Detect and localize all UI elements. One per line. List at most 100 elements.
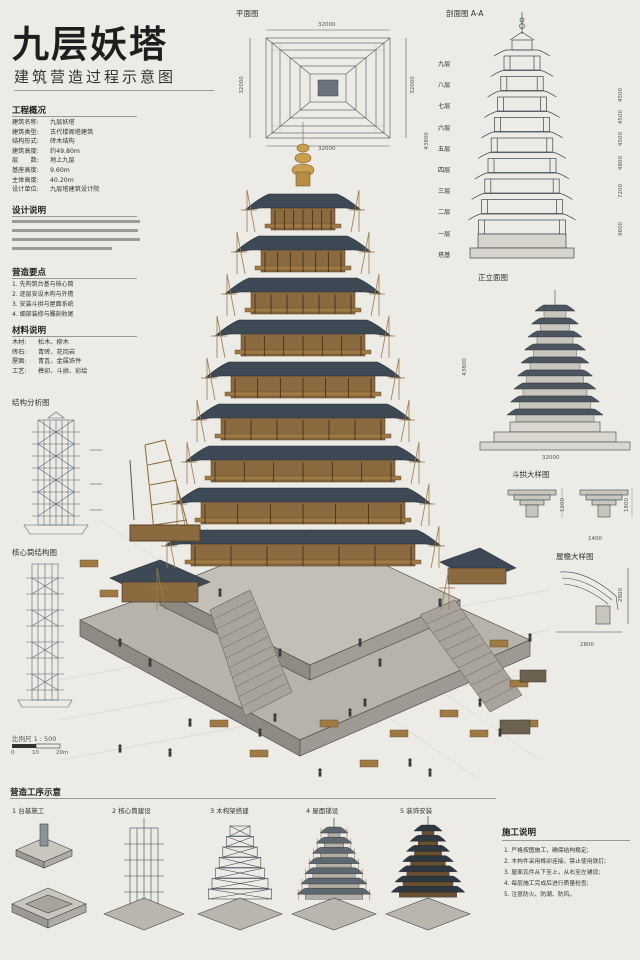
step3-brace <box>215 867 265 879</box>
stair-step <box>235 663 281 688</box>
worker <box>148 661 152 667</box>
elevation-roof <box>530 317 580 325</box>
section-roof <box>481 131 563 139</box>
scaffold-brace <box>226 273 236 317</box>
points-item: 3. 安装斗拱与屋面系统 <box>12 301 74 308</box>
step-roof <box>390 886 466 893</box>
stair-step <box>445 634 480 651</box>
elevation-roof <box>516 369 594 377</box>
scaffold-brace <box>186 441 196 485</box>
materials-row: 木材:松木、柳木 <box>12 338 88 348</box>
materials-row: 屋面:青瓦、金属饰件 <box>12 357 88 367</box>
step3-frame <box>226 836 254 847</box>
process-step-1 <box>11 823 87 929</box>
notes-item: 5. 注意防火、防潮、防风。 <box>504 892 576 898</box>
timber-pile <box>319 719 339 728</box>
section-drawing <box>468 12 576 259</box>
process-step-4 <box>291 818 377 931</box>
worker <box>318 768 322 772</box>
floor-label: 三层 <box>438 188 451 196</box>
page-title: 九层妖塔 <box>12 22 168 66</box>
step3-frame <box>211 878 269 889</box>
eave-drawing <box>556 568 629 633</box>
overview-row: 建筑名称:九层妖塔 <box>12 118 142 128</box>
side-halls <box>109 547 517 603</box>
scaffold-brace <box>156 567 166 611</box>
stair-step <box>464 660 498 677</box>
bracket-drawing <box>507 488 633 518</box>
step-roof <box>413 824 443 832</box>
pagoda-roof <box>184 445 422 463</box>
plan-width-dim: 32000 <box>318 22 336 28</box>
process-step-label: 1 台基施工 <box>12 807 45 815</box>
worker <box>278 651 282 657</box>
scaffold-brace <box>370 273 380 317</box>
pagoda-roof <box>234 235 372 253</box>
step-roof <box>405 845 451 852</box>
level-dim: 7200 <box>618 184 624 198</box>
notes-item: 3. 屋面瓦件从下至上，从右至左铺设; <box>504 870 601 876</box>
overview-row: 设计单位: 九层塔建筑设计院 <box>12 185 142 195</box>
stair-step <box>451 642 486 660</box>
timber-pile <box>389 729 409 738</box>
floor-label: 二层 <box>438 209 451 217</box>
pagoda-roof <box>204 361 402 379</box>
scale-bar <box>12 743 61 749</box>
elevation-drawing <box>479 290 631 451</box>
materials-heading: 材料说明 <box>12 326 47 336</box>
plan-height-dim-right: 32000 <box>409 76 416 94</box>
stair-step <box>477 677 510 695</box>
process-rule <box>10 798 496 799</box>
section-roof <box>487 90 557 98</box>
process-step-label: 5 装饰安装 <box>400 807 433 815</box>
stair-step <box>432 617 468 633</box>
worker <box>378 658 382 662</box>
timber-pile <box>359 759 379 768</box>
worker <box>408 761 412 767</box>
worker <box>188 721 192 727</box>
design-text-block <box>12 220 140 250</box>
elevation-roof <box>506 408 604 416</box>
elevation-width-dim: 32000 <box>542 455 560 461</box>
worker <box>498 728 502 732</box>
worker <box>428 771 432 777</box>
overview-key: 设计单位: <box>12 186 39 194</box>
section-roof <box>468 213 576 221</box>
worker <box>378 661 382 667</box>
scaffold-brace <box>440 567 450 611</box>
stair-step <box>438 625 474 642</box>
notes-item: 4. 每层施工完成后进行质量检查; <box>504 881 589 887</box>
section-roof <box>477 152 567 159</box>
stair-step <box>228 645 274 669</box>
timber-pile <box>249 749 269 758</box>
worker <box>348 711 352 717</box>
worker <box>438 598 442 602</box>
worker <box>408 758 412 762</box>
materials-row: 砖石:青砖、花岗岩 <box>12 348 88 358</box>
overview-value: 九层塔建筑设计院 <box>50 186 100 194</box>
pagoda-roof <box>174 487 432 505</box>
step-roof <box>311 847 357 854</box>
scale-label: 比例尺 1 : 500 <box>12 735 57 743</box>
section-label: 剖面图 A-A <box>446 9 484 18</box>
section-roof <box>471 193 573 200</box>
overview-row: 基座高度:9.60m <box>12 166 142 176</box>
overview-row: 建筑高度:约49.80m <box>12 147 142 157</box>
points-item: 2. 逐层安设木构与外檐 <box>12 291 74 298</box>
floor-label: 八层 <box>438 82 451 90</box>
stair-step <box>232 654 277 678</box>
plan-drawing <box>249 29 407 147</box>
step3-frame <box>229 825 251 837</box>
pagoda-roof <box>244 193 362 211</box>
crane <box>129 439 201 542</box>
materials-key: 木材: <box>12 339 27 346</box>
section-storey <box>484 178 560 194</box>
stair-step <box>426 608 462 625</box>
worker <box>273 716 277 722</box>
worker <box>188 718 192 722</box>
stair-step <box>222 626 266 649</box>
section-storey <box>494 117 550 132</box>
floor-label: 六层 <box>438 124 451 132</box>
worker <box>363 698 367 702</box>
section-storey <box>487 158 557 173</box>
